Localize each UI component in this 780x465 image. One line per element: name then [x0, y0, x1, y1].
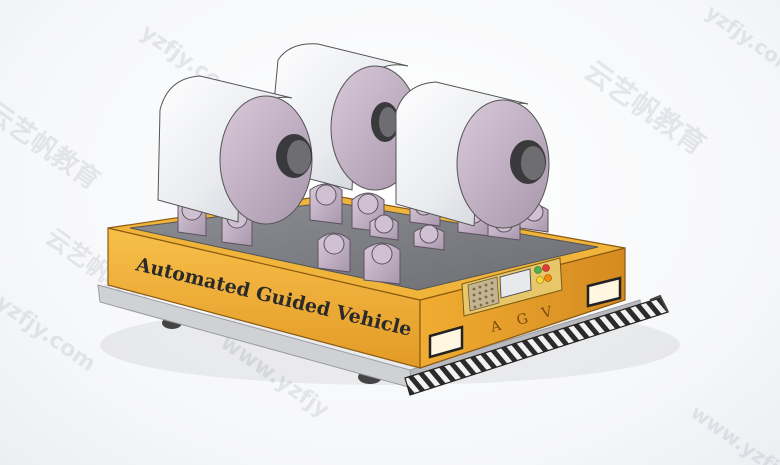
headlight-right: [586, 276, 622, 308]
button-red: [542, 264, 550, 272]
steel-coil-right: [395, 81, 550, 229]
front-letter-g: G: [515, 311, 530, 329]
display-screen: [499, 268, 532, 299]
keypad-keys: [472, 281, 495, 309]
headlight-left: [428, 325, 464, 359]
button-orange: [544, 274, 552, 282]
front-letter-v: V: [539, 304, 555, 322]
button-green: [534, 266, 542, 274]
steel-coil-left: [157, 75, 313, 225]
button-yellow: [536, 276, 544, 284]
bumper-end-bracket: [649, 294, 669, 313]
keypad: [467, 276, 500, 312]
front-letter-a: A: [488, 318, 504, 336]
